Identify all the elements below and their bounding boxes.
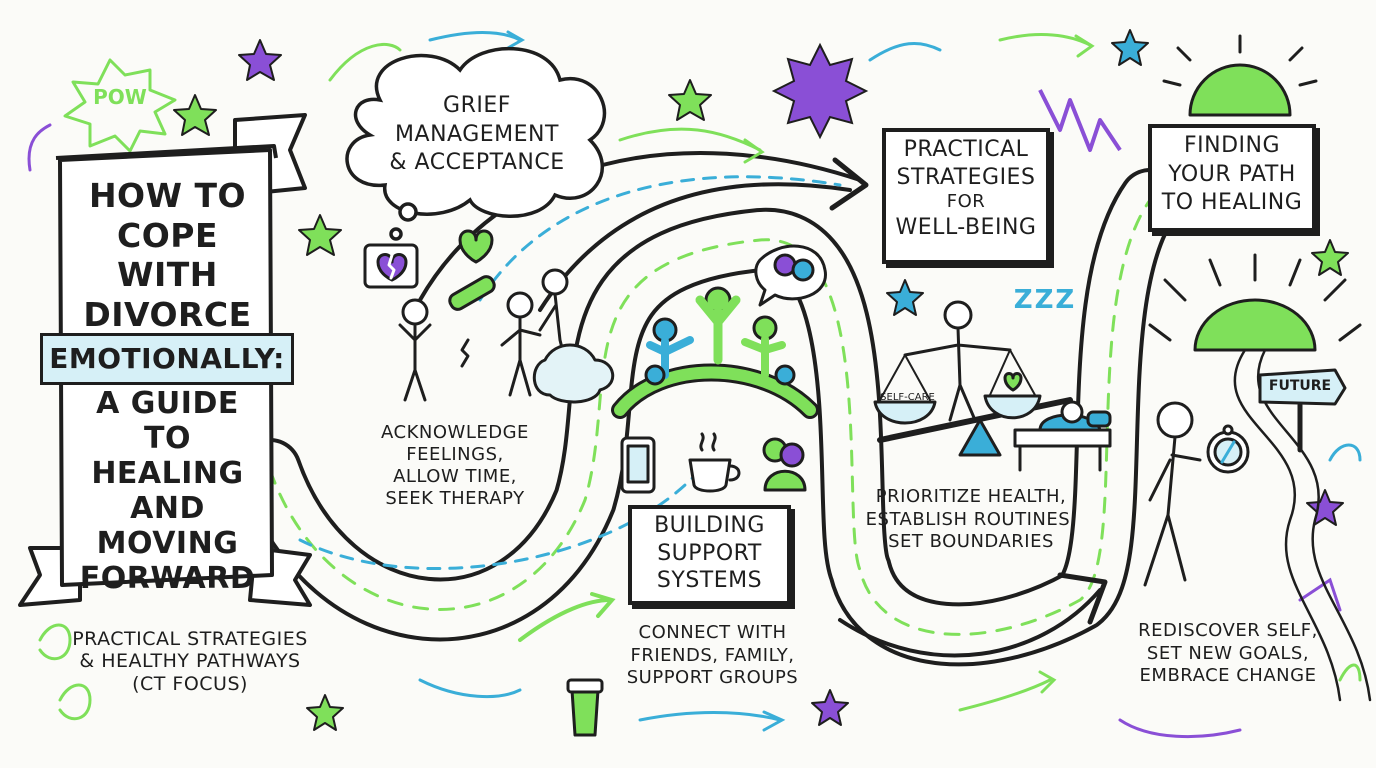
stage-support-heading: BUILDING SUPPORT SYSTEMS: [628, 512, 791, 595]
caption-line: EMBRACE CHANGE: [1139, 665, 1317, 686]
zigzag-icon: [1038, 89, 1122, 152]
grief-illustration: [363, 229, 615, 404]
caption-line: SUPPORT GROUPS: [626, 667, 799, 688]
title-line: A GUIDE TO: [96, 386, 239, 457]
caption-line: CONNECT WITH: [638, 622, 787, 643]
title-line: AND MOVING: [96, 491, 239, 562]
title-line: HOW TO: [88, 176, 247, 215]
heading-line: FOR: [946, 191, 986, 212]
heading-line: TO HEALING: [1161, 190, 1303, 216]
caption-line: SET NEW GOALS,: [1146, 642, 1310, 664]
caption-line: SEEK THERAPY: [385, 487, 525, 509]
path-illustration: [1143, 34, 1372, 702]
thought-cloud: [345, 46, 607, 241]
caption-line: ESTABLISH ROUTINES,: [865, 508, 1077, 530]
subtitle-line: (CT FOCUS): [132, 672, 248, 695]
scale-label: SELF-CARE: [880, 392, 935, 403]
support-illustration: [566, 244, 827, 737]
stage-support-caption: CONNECT WITH FRIENDS, FAMILY, SUPPORT GR…: [605, 622, 820, 690]
stage-path-caption: REDISCOVER SELF, SET NEW GOALS, EMBRACE …: [1118, 620, 1338, 688]
heading-line: FINDING: [1183, 133, 1281, 158]
stage-grief-caption: ACKNOWLEDGE FEELINGS, ALLOW TIME, SEEK T…: [360, 422, 550, 510]
subtitle: PRACTICAL STRATEGIES & HEALTHY PATHWAYS …: [40, 628, 340, 695]
caption-line: ALLOW TIME,: [393, 465, 517, 487]
heading-line: PRACTICAL: [903, 137, 1029, 162]
caption-line: SET BOUNDARIES: [888, 531, 1054, 552]
stage-path-heading: FINDING YOUR PATH TO HEALING: [1148, 132, 1316, 218]
stage-wellbeing-box: [882, 128, 1050, 264]
caption-line: REDISCOVER SELF,: [1138, 620, 1318, 641]
title-line: HEALING: [91, 456, 244, 492]
heading-line: SUPPORT: [657, 540, 762, 566]
heading-line: GRIEF: [443, 93, 511, 118]
heading-line: SYSTEMS: [656, 568, 763, 593]
caption-line: FEELINGS,: [406, 443, 504, 465]
main-title: HOW TO COPE WITH DIVORCE: [70, 176, 265, 334]
pow-burst: [63, 58, 177, 153]
stage-wellbeing-heading: PRACTICAL STRATEGIES FOR WELL-BEING: [882, 136, 1050, 241]
heading-line: YOUR PATH: [1168, 161, 1296, 187]
subtitle-line: PRACTICAL STRATEGIES: [72, 628, 308, 650]
caption-line: FRIENDS, FAMILY,: [630, 644, 795, 666]
heading-line: STRATEGIES: [896, 164, 1036, 190]
heading-line: MANAGEMENT: [395, 121, 559, 147]
sleep-zzz: ZZZ: [1013, 285, 1077, 315]
subtitle-line: & HEALTHY PATHWAYS: [79, 650, 301, 673]
main-title-continued: A GUIDE TO HEALING AND MOVING FORWARD: [70, 386, 265, 597]
caption-line: ACKNOWLEDGE: [381, 422, 529, 443]
pow-text: POW: [93, 85, 147, 109]
heading-line: & ACCEPTANCE: [389, 150, 565, 176]
caption-line: PRIORITIZE HEALTH,: [875, 486, 1067, 507]
heading-line: BUILDING: [654, 513, 765, 538]
stage-path-box: [1148, 124, 1316, 232]
heading-line: WELL-BEING: [895, 214, 1037, 240]
stage-wellbeing-caption: PRIORITIZE HEALTH, ESTABLISH ROUTINES, S…: [860, 486, 1082, 554]
signpost-label: FUTURE: [1268, 378, 1332, 394]
title-line: FORWARD: [79, 561, 256, 597]
stage-support-box: [628, 505, 791, 605]
doodle-stars: [173, 29, 1349, 731]
starburst-icon: [771, 42, 869, 140]
stage-grief-heading: GRIEF MANAGEMENT & ACCEPTANCE: [372, 92, 582, 178]
title-line: DIVORCE: [83, 294, 252, 334]
title-highlight: EMOTIONALLY:: [40, 333, 294, 385]
wellbeing-illustration: [873, 300, 1112, 472]
winding-road: [238, 151, 1182, 667]
title-line: COPE WITH: [117, 215, 218, 295]
doodle-arrows: [27, 30, 1362, 739]
